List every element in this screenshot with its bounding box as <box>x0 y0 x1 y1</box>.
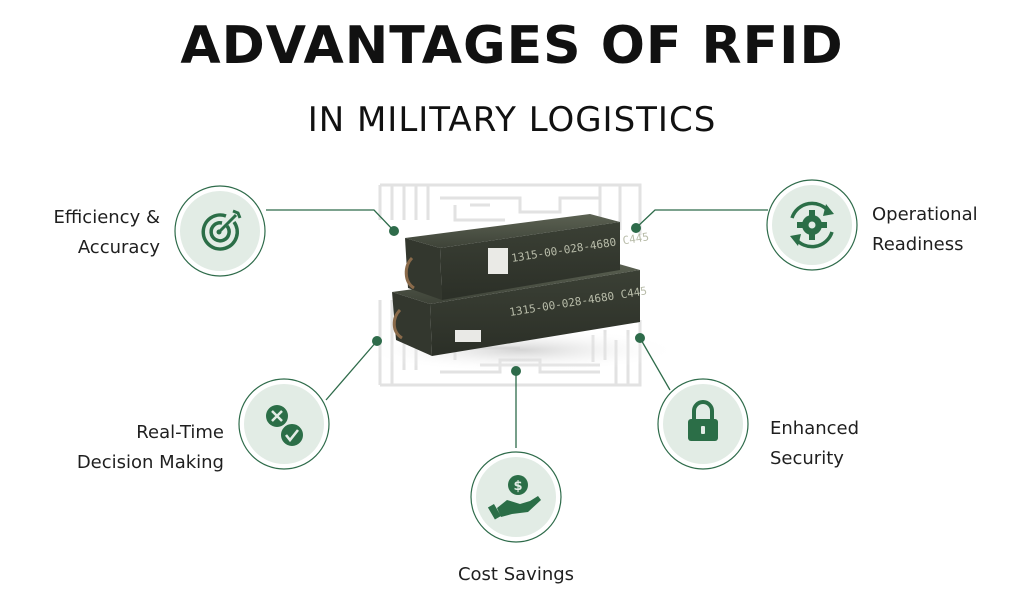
hand-coin-icon: $ <box>487 475 541 520</box>
advantage-label-decision: Real-Time Decision Making <box>76 422 224 473</box>
connector-dots <box>372 223 645 376</box>
readiness-badge <box>766 179 858 271</box>
advantage-label-security: Enhanced Security <box>770 418 860 469</box>
page-subtitle: IN MILITARY LOGISTICS <box>307 100 717 140</box>
svg-text:$: $ <box>513 479 522 494</box>
gear-cycle-icon <box>790 201 834 249</box>
advantage-label-cost: Cost Savings <box>457 564 575 585</box>
page-title: ADVANTAGES OF RFID <box>180 16 844 76</box>
cost-badge: $ <box>470 451 562 543</box>
target-icon <box>201 209 242 251</box>
advantage-label-efficiency: Efficiency & Accuracy <box>53 207 160 258</box>
advantage-label-readiness: Operational Readiness <box>872 204 978 255</box>
lock-icon <box>688 400 718 441</box>
connector-lines <box>266 209 768 448</box>
security-badge <box>657 378 749 470</box>
decision-badge <box>238 378 330 470</box>
ammo-crate-top: 1315-00-028-4680 C445 <box>404 214 650 300</box>
decision-check-icon <box>266 405 305 448</box>
efficiency-badge <box>174 185 266 277</box>
